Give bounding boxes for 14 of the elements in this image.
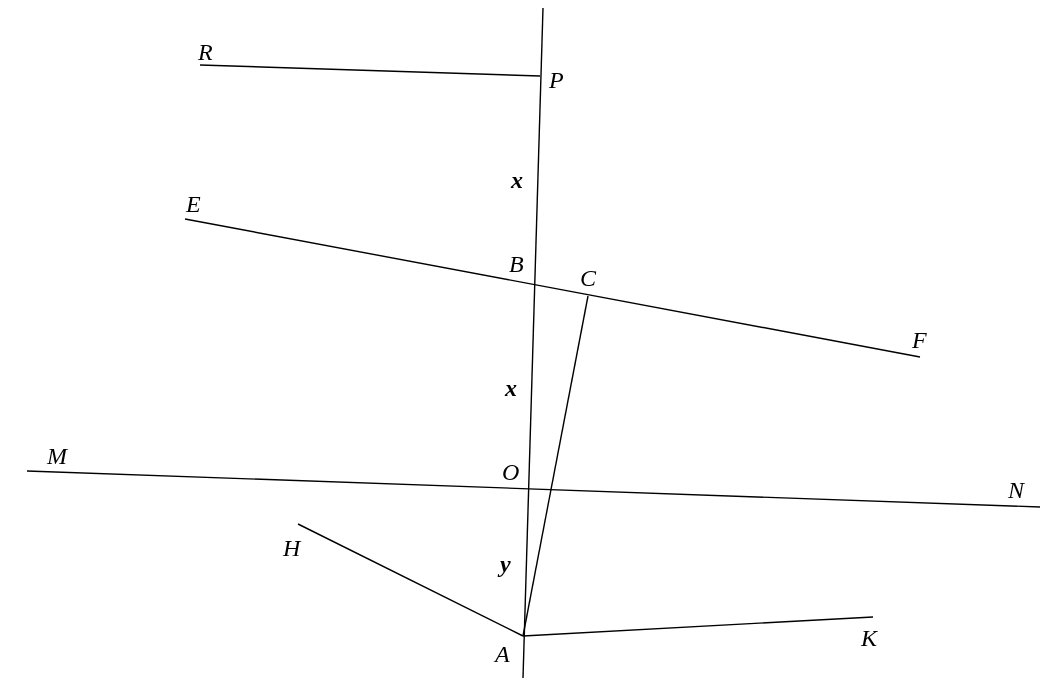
- variable-label: x: [511, 168, 523, 192]
- point-label: H: [283, 536, 301, 560]
- point-label: P: [549, 68, 564, 92]
- variable-label: x: [505, 376, 517, 400]
- point-label: F: [912, 328, 927, 352]
- point-label: A: [495, 642, 510, 666]
- point-label: E: [186, 192, 201, 216]
- point-label: N: [1008, 478, 1024, 502]
- point-label: K: [861, 626, 877, 650]
- point-label: B: [509, 252, 524, 276]
- point-label: O: [502, 460, 520, 484]
- point-label: M: [47, 444, 67, 468]
- point-label: R: [198, 40, 213, 64]
- point-label: C: [580, 266, 596, 290]
